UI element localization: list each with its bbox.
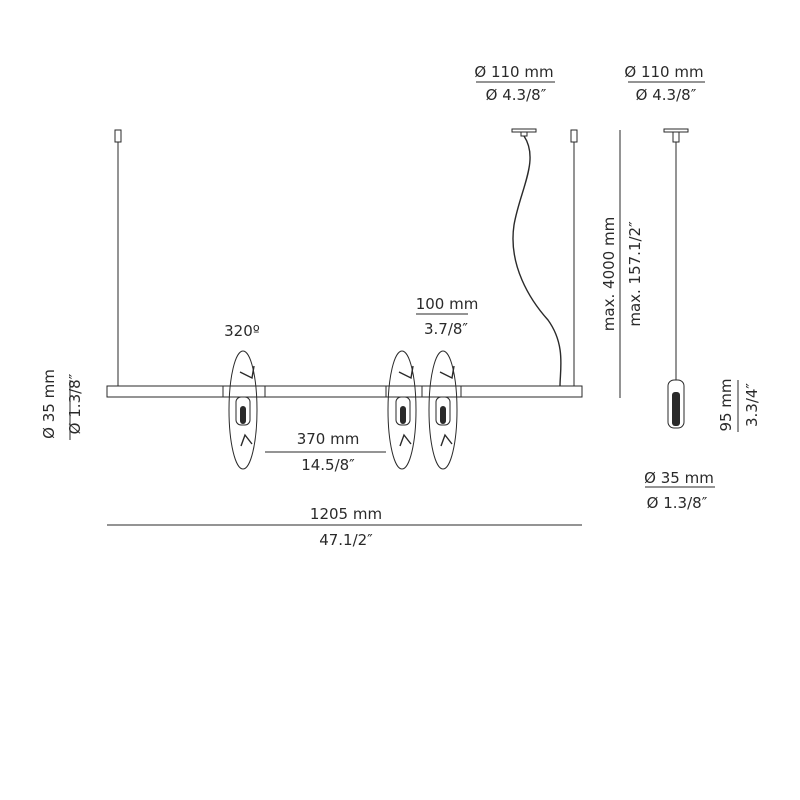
top-mid-diam-mm: Ø 110 mm — [474, 63, 553, 81]
spacing-mm: 370 mm — [297, 430, 360, 448]
top-right-diam-in: Ø 4.3/8″ — [636, 86, 697, 104]
dimension-labels: Ø 110 mm Ø 4.3/8″ Ø 110 mm Ø 4.3/8″ max.… — [40, 63, 761, 549]
spot-head-1 — [235, 396, 251, 426]
spacing-in: 14.5/8″ — [301, 456, 355, 474]
light-bar — [106, 385, 583, 398]
head-height-mm: 95 mm — [717, 378, 735, 431]
side-canopy-neck — [672, 131, 680, 143]
side-head-lens — [672, 392, 680, 426]
small-spacing-mm: 100 mm — [416, 295, 479, 313]
power-canopy-neck — [520, 131, 528, 137]
total-length-in: 47.1/2″ — [319, 531, 373, 549]
rotation-label: 320º — [224, 322, 260, 340]
spot-head-3 — [435, 396, 451, 426]
power-cable — [512, 135, 562, 387]
top-mid-diam-in: Ø 4.3/8″ — [486, 86, 547, 104]
small-spacing-in: 3.7/8″ — [424, 320, 468, 338]
max-length-in: max. 157.1/2″ — [626, 221, 644, 327]
side-view-pendant — [663, 128, 689, 429]
left-ceiling-fixing — [114, 129, 122, 143]
bar-diam-mm: Ø 35 mm — [40, 369, 58, 439]
rotation-indicator-3 — [428, 350, 458, 470]
total-length-mm: 1205 mm — [310, 505, 382, 523]
right-ceiling-fixing — [570, 129, 578, 143]
head-diam-in: Ø 1.3/8″ — [647, 494, 708, 512]
rotation-indicator-1 — [228, 350, 258, 470]
bar-diam-in: Ø 1.3/8″ — [66, 373, 84, 434]
rotation-indicator-2 — [387, 350, 417, 470]
top-right-diam-mm: Ø 110 mm — [624, 63, 703, 81]
side-head — [667, 379, 685, 429]
head-diam-mm: Ø 35 mm — [644, 469, 714, 487]
head-height-in: 3.3/4″ — [743, 383, 761, 427]
max-length-mm: max. 4000 mm — [600, 217, 618, 331]
dimension-lines — [69, 81, 739, 526]
spot-head-2 — [395, 396, 411, 426]
main-pendant — [106, 128, 583, 470]
